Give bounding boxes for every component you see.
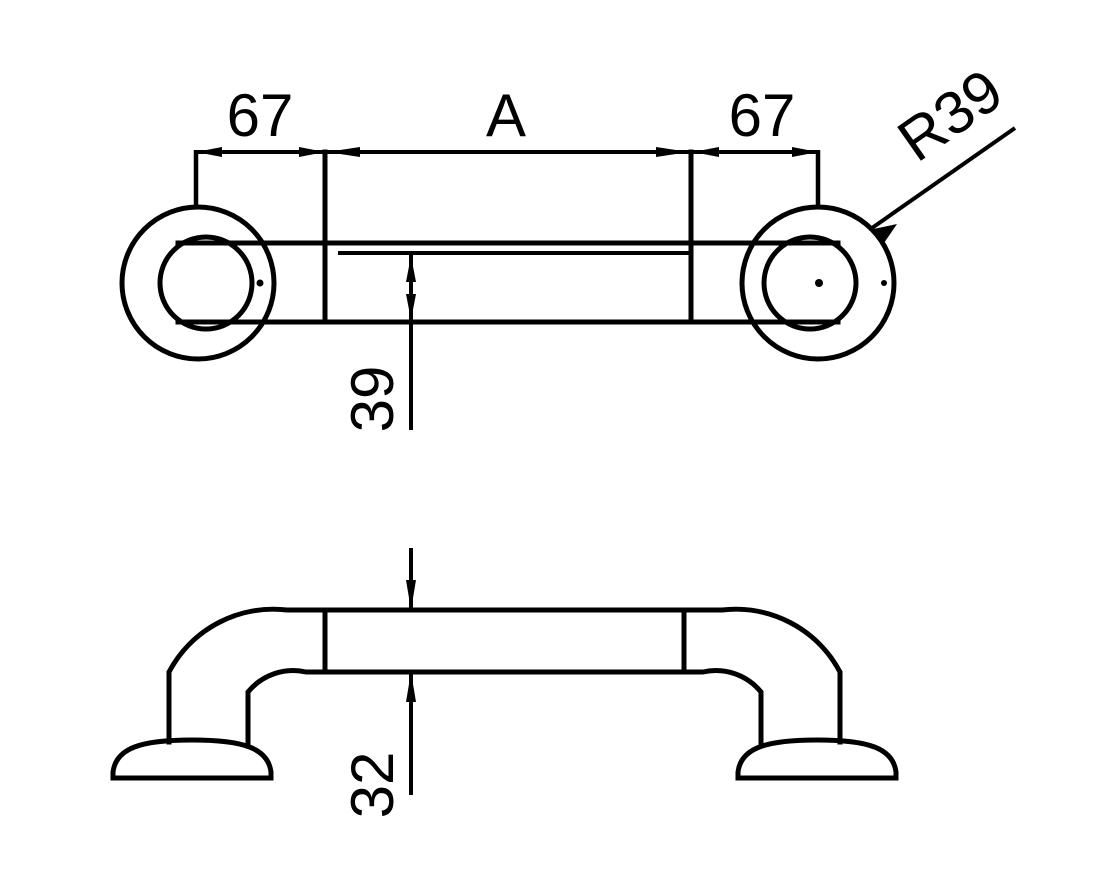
arrow-left67-end	[299, 147, 325, 157]
r39-leader-arrowhead	[869, 224, 897, 243]
arrow-left67-start	[196, 147, 222, 157]
arrow-32-bottom	[406, 672, 416, 702]
arrow-A-end	[656, 147, 689, 157]
arrow-32-top	[406, 580, 416, 610]
left-mounting-foot	[110, 737, 274, 781]
dim-32-text: 32	[339, 752, 406, 819]
top-view-group: 67 A 67 39 R39	[119, 56, 1017, 433]
tube-outer-profile	[166, 606, 843, 745]
arrow-39-top	[406, 256, 416, 282]
arrow-39-bottom	[406, 294, 416, 320]
dim-center-A-text: A	[486, 82, 526, 149]
arrow-right67-start	[693, 147, 719, 157]
dim-left-67-text: 67	[227, 82, 294, 149]
right-flange-center-dot	[815, 279, 823, 287]
left-flange-center-dot	[256, 279, 264, 287]
right-mounting-foot	[735, 737, 899, 781]
right-flange-inner-circle	[761, 234, 859, 332]
dim-r39-text: R39	[886, 56, 1015, 174]
arrow-A-start	[327, 147, 360, 157]
right-flange-tangent-dot	[881, 280, 887, 286]
arrow-right67-end	[792, 147, 818, 157]
dim-39-text: 39	[339, 366, 406, 433]
side-view-group: 32	[110, 548, 899, 819]
r39-leader-line	[870, 126, 1017, 230]
left-flange-inner-circle	[157, 234, 255, 332]
dim-right-67-text: 67	[729, 82, 796, 149]
tube-inner-profile	[245, 668, 764, 745]
